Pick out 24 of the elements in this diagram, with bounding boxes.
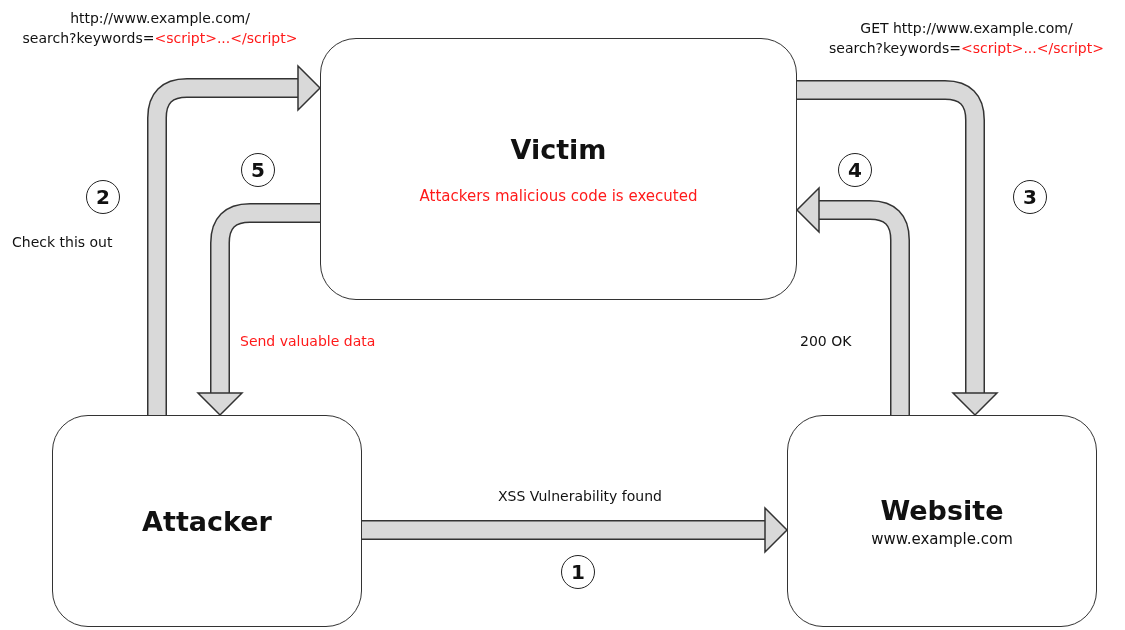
node-title: Victim [510, 133, 607, 165]
block-arrow [796, 187, 910, 415]
rounded-box [52, 415, 362, 627]
rounded-box [787, 415, 1097, 627]
edge-label: http://www.example.com/ search?keywords=<script>...</script> [21, 9, 299, 49]
callout-number: 2 [86, 180, 120, 214]
edge-label: GET http://www.example.com/ search?keywords=<script>...</script> [828, 19, 1105, 59]
callout-number: 3 [1013, 180, 1047, 214]
node-title: Website [880, 494, 1004, 526]
block-arrow [147, 65, 321, 415]
node-title: Attacker [142, 505, 272, 537]
edge-label: XSS Vulnerability found [497, 487, 663, 506]
rounded-box [320, 38, 797, 300]
node-text: Attackers malicious code is executed [419, 186, 698, 205]
note-text: Check this out [12, 234, 113, 250]
block-arrow [797, 80, 998, 416]
callout-number: 5 [241, 153, 275, 187]
edge-label: Send valuable data [240, 332, 377, 351]
edge-label: 200 OK [800, 332, 853, 351]
block-arrow [362, 507, 788, 553]
block-arrow [197, 203, 320, 416]
callout-number: 1 [561, 555, 595, 589]
callout-number: 4 [838, 153, 872, 187]
node-text: www.example.com [871, 529, 1013, 548]
